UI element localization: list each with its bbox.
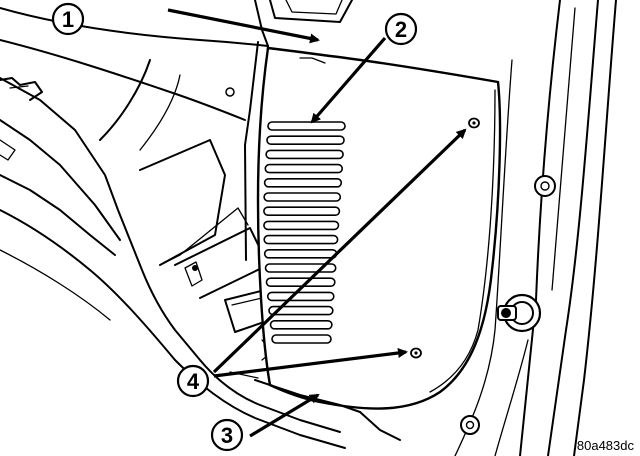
svg-text:3: 3 (221, 423, 233, 448)
instrument-panel (0, 0, 353, 449)
leader-1 (167, 8, 320, 44)
grille-slat (266, 135, 345, 145)
callout-4: 4 (176, 364, 210, 398)
grille-slat (264, 163, 343, 174)
callout-2: 2 (384, 12, 418, 46)
leader-4-lower (213, 348, 408, 378)
grille-slat (265, 277, 336, 288)
leader-4-upper (212, 128, 467, 374)
grille-slat (263, 249, 338, 259)
leader-3 (249, 393, 320, 438)
callout-3: 3 (210, 418, 244, 452)
grille-slat (266, 291, 335, 302)
svg-text:4: 4 (187, 369, 200, 394)
door-striker-bolt (497, 293, 542, 333)
grille-slat (263, 234, 339, 245)
grille-slat (267, 121, 346, 131)
grille-slat (269, 319, 333, 330)
grille-slat (263, 220, 340, 231)
grille-slat (265, 149, 344, 160)
grille-slat (271, 334, 332, 344)
svg-text:1: 1 (62, 7, 74, 32)
grille-slat (263, 178, 343, 188)
door-frame (454, 0, 617, 456)
frame-screw-upper (534, 175, 556, 197)
svg-text:2: 2 (395, 17, 407, 42)
frame-screw-lower (460, 415, 480, 435)
trim-screw-lower (410, 347, 422, 359)
callout-1: 1 (51, 2, 85, 36)
grille-slat (263, 192, 342, 202)
figure-reference-code: 80a483dc (577, 438, 635, 453)
trim-screw-upper (468, 117, 480, 129)
grille-slat (268, 305, 334, 316)
grille-slat (263, 206, 341, 216)
leader-2 (310, 36, 387, 124)
